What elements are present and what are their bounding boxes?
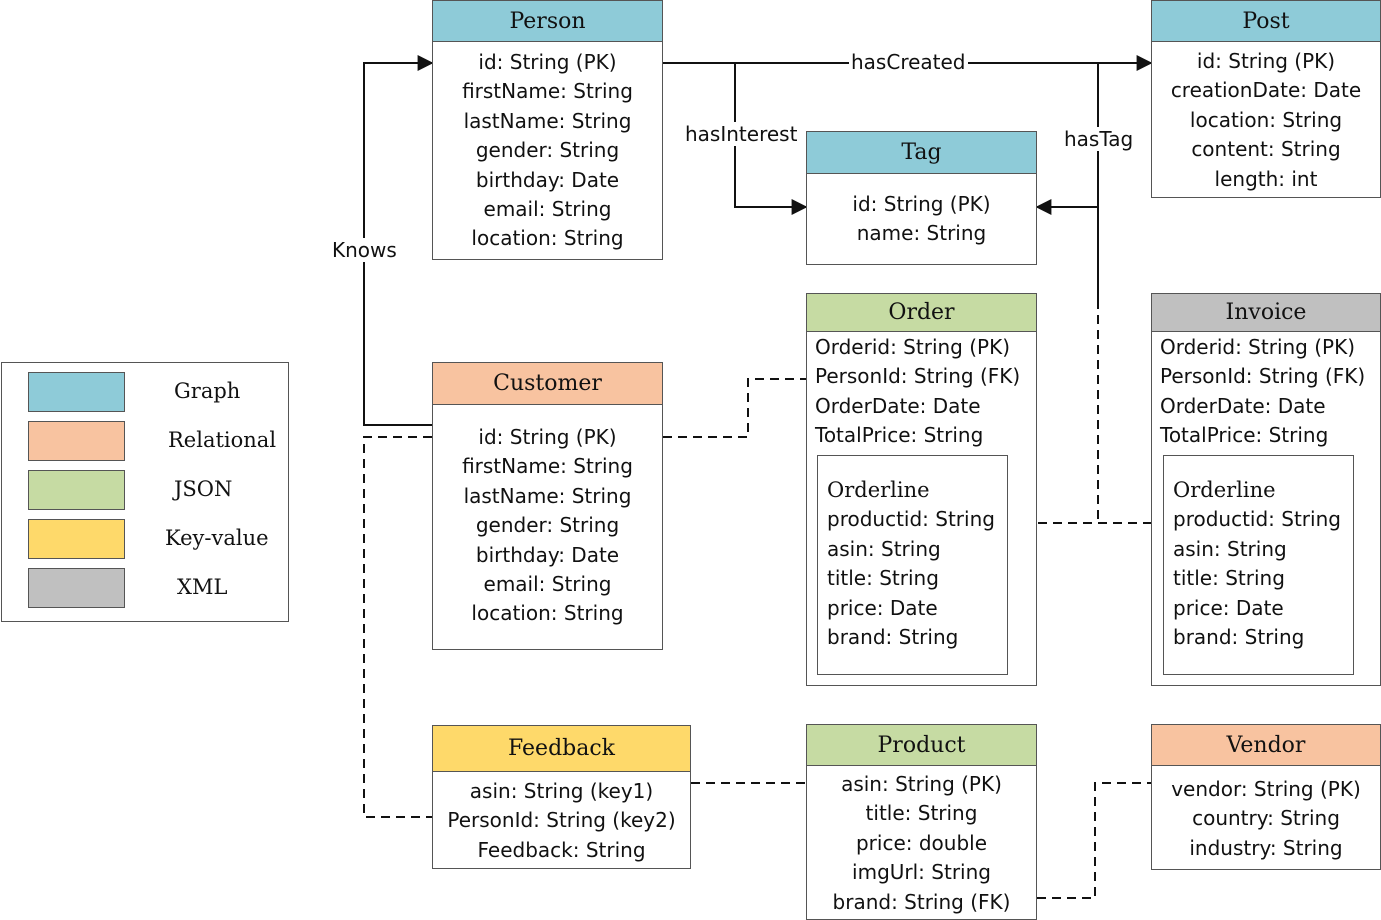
product-field: brand: String (FK): [832, 889, 1011, 914]
entity-post: Post id: String (PK) creationDate: Date …: [1151, 0, 1381, 198]
post-field: content: String: [1191, 137, 1341, 162]
legend: Graph Relational JSON Key-value XML: [1, 362, 289, 622]
customer-field: gender: String: [475, 513, 620, 538]
vendor-field: industry: String: [1189, 835, 1343, 860]
entity-invoice: Invoice Orderid: String (PK) PersonId: S…: [1151, 293, 1381, 686]
invoice-orderline: Orderline productid: String asin: String…: [1163, 455, 1354, 675]
entity-person: Person id: String (PK) firstName: String…: [432, 0, 663, 260]
orderline-field: price: Date: [1173, 595, 1284, 620]
person-field: id: String (PK): [478, 50, 617, 74]
edge-has-interest: [734, 63, 808, 215]
person-field: firstName: String: [462, 79, 633, 104]
link-customer-order: [663, 378, 806, 438]
entity-product: Product asin: String (PK) title: String …: [806, 724, 1037, 920]
tag-field: name: String: [856, 221, 987, 246]
post-field: location: String: [1189, 107, 1343, 132]
legend-label-relational: Relational: [168, 428, 277, 452]
legend-swatch-key-value: [28, 519, 125, 559]
entity-post-title: Post: [1152, 1, 1380, 42]
feedback-field: asin: String (key1): [469, 779, 654, 803]
invoice-field: TotalPrice: String: [1160, 423, 1329, 448]
label-has-tag: hasTag: [1062, 127, 1136, 151]
entity-person-title: Person: [433, 1, 662, 42]
legend-label-graph: Graph: [174, 379, 241, 403]
legend-swatch-graph: [28, 372, 125, 412]
vendor-field: country: String: [1192, 806, 1340, 831]
order-orderline-title: Orderline: [827, 478, 930, 502]
entity-order-title: Order: [807, 294, 1036, 332]
order-field: PersonId: String (FK): [815, 364, 1021, 389]
post-field: creationDate: Date: [1170, 78, 1362, 103]
link-customer-feedback: [363, 436, 432, 818]
invoice-field: Orderid: String (PK): [1160, 335, 1356, 359]
link-product-vendor: [1037, 782, 1151, 899]
tag-field: id: String (PK): [852, 192, 991, 216]
entity-vendor: Vendor vendor: String (PK) country: Stri…: [1151, 724, 1381, 870]
label-knows: Knows: [330, 238, 399, 262]
person-field: email: String: [483, 196, 612, 221]
product-field: price: double: [855, 830, 988, 855]
legend-swatch-xml: [28, 568, 125, 608]
entity-feedback-title: Feedback: [433, 726, 690, 772]
feedback-field: Feedback: String: [477, 837, 646, 862]
order-field: Orderid: String (PK): [815, 335, 1011, 359]
legend-swatch-json: [28, 470, 125, 510]
customer-field: location: String: [471, 601, 624, 626]
orderline-field: productid: String: [827, 507, 995, 532]
entity-order: Order Orderid: String (PK) PersonId: Str…: [806, 293, 1037, 686]
entity-customer-title: Customer: [433, 363, 662, 405]
entity-invoice-title: Invoice: [1152, 294, 1380, 332]
orderline-field: brand: String: [1173, 624, 1305, 649]
entity-vendor-title: Vendor: [1152, 725, 1380, 766]
product-field: asin: String (PK): [841, 772, 1002, 796]
entity-feedback: Feedback asin: String (key1) PersonId: S…: [432, 725, 691, 869]
person-field: location: String: [471, 226, 624, 251]
vendor-field: vendor: String (PK): [1171, 777, 1361, 801]
invoice-field: OrderDate: Date: [1160, 393, 1326, 418]
product-field: imgUrl: String: [852, 860, 991, 885]
invoice-orderline-title: Orderline: [1173, 478, 1276, 502]
legend-swatch-relational: [28, 421, 125, 461]
feedback-field: PersonId: String (key2): [447, 808, 676, 833]
orderline-field: asin: String: [1173, 536, 1287, 561]
orderline-field: title: String: [1173, 566, 1285, 591]
customer-field: email: String: [483, 571, 612, 596]
order-field: OrderDate: Date: [815, 393, 981, 418]
orderline-field: title: String: [827, 566, 939, 591]
entity-tag: Tag id: String (PK) name: String: [806, 131, 1037, 265]
entity-product-title: Product: [807, 725, 1036, 766]
customer-field: id: String (PK): [478, 425, 617, 449]
orderline-field: brand: String: [827, 624, 959, 649]
invoice-field: PersonId: String (FK): [1160, 364, 1366, 389]
orderline-field: asin: String: [827, 536, 941, 561]
label-has-created: hasCreated: [849, 50, 968, 74]
legend-label-json: JSON: [174, 477, 233, 501]
entity-tag-title: Tag: [807, 132, 1036, 174]
legend-label-key-value: Key-value: [165, 526, 269, 550]
post-field: id: String (PK): [1196, 49, 1336, 73]
person-field: lastName: String: [463, 108, 632, 133]
person-field: gender: String: [475, 138, 620, 163]
orderline-field: price: Date: [827, 595, 938, 620]
order-field: TotalPrice: String: [815, 423, 984, 448]
orderline-field: productid: String: [1173, 507, 1341, 532]
legend-label-xml: XML: [177, 575, 228, 599]
label-has-interest: hasInterest: [683, 122, 800, 146]
customer-field: birthday: Date: [475, 542, 620, 567]
entity-customer: Customer id: String (PK) firstName: Stri…: [432, 362, 663, 650]
post-field: length: int: [1214, 166, 1318, 191]
product-field: title: String: [865, 801, 978, 826]
order-orderline: Orderline productid: String asin: String…: [817, 455, 1008, 675]
person-field: birthday: Date: [475, 167, 620, 192]
customer-field: lastName: String: [463, 483, 632, 508]
customer-field: firstName: String: [462, 454, 633, 479]
